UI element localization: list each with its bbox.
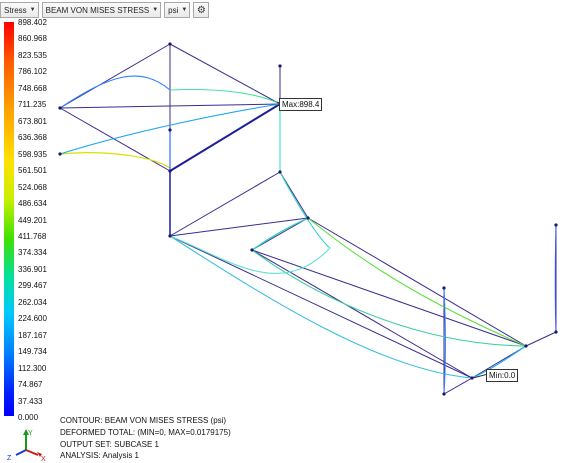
legend-value: 711.235 <box>18 100 47 110</box>
node <box>442 286 446 290</box>
deformed-beam <box>251 217 309 251</box>
legend-value: 898.402 <box>18 18 47 27</box>
z-axis-label: Z <box>7 455 12 462</box>
deformed-beam <box>307 217 527 347</box>
output-set-info: OUTPUT SET: SUBCASE 1 <box>60 440 159 449</box>
deformed-beam <box>443 287 447 395</box>
result-component-value: BEAM VON MISES STRESS <box>45 5 150 15</box>
undeformed-beam <box>443 377 473 395</box>
deformed-beam <box>554 224 557 333</box>
legend-value: 336.901 <box>18 264 47 274</box>
legend-value: 187.167 <box>18 330 47 340</box>
legend-value: 74.867 <box>18 380 43 390</box>
result-type-dropdown[interactable]: Stress ▼ <box>0 2 39 18</box>
x-axis-arrow <box>25 449 39 456</box>
node <box>168 42 172 46</box>
deformed-beam <box>59 103 281 155</box>
undeformed-beam <box>169 171 281 237</box>
legend-value: 823.535 <box>18 50 47 60</box>
legend-value: 224.600 <box>18 314 47 324</box>
legend-value: 112.300 <box>18 363 47 373</box>
result-type-value: Stress <box>4 5 27 15</box>
min-probe-label: Min:0.0 <box>486 369 519 382</box>
node <box>524 344 528 348</box>
deformed-beam <box>279 171 331 249</box>
deformed-beam <box>251 249 527 347</box>
legend-value: 37.433 <box>18 396 43 406</box>
legend-value: 748.668 <box>18 83 47 93</box>
node <box>470 376 474 380</box>
chevron-down-icon: ▼ <box>152 7 159 13</box>
undeformed-beam <box>251 249 527 347</box>
result-component-dropdown[interactable]: BEAM VON MISES STRESS ▼ <box>41 2 162 18</box>
deformed-beam <box>471 345 527 379</box>
node <box>168 128 172 132</box>
deformed-beam <box>169 235 331 274</box>
x-axis-arrowhead <box>37 452 42 457</box>
min-probe-leader <box>472 373 489 379</box>
legend-value: 598.935 <box>18 149 47 159</box>
units-value: psi <box>168 5 179 15</box>
result-toolbar: Stress ▼ BEAM VON MISES STRESS ▼ psi ▼ ⚙ <box>0 2 210 18</box>
legend-value: 673.801 <box>18 116 47 126</box>
y-axis-arrowhead <box>23 429 29 435</box>
color-legend-bar <box>4 22 14 416</box>
deformed-beam <box>169 88 281 105</box>
undeformed-beam <box>169 103 281 172</box>
undeformed-beam <box>59 107 171 172</box>
units-dropdown[interactable]: psi ▼ <box>164 2 191 18</box>
analysis-info: ANALYSIS: Analysis 1 <box>60 451 139 460</box>
chevron-down-icon: ▼ <box>181 7 188 13</box>
deformed-beam <box>59 75 171 109</box>
x-axis-label: X <box>41 456 46 462</box>
y-axis-label: Y <box>28 430 33 437</box>
legend-value: 374.334 <box>18 248 47 258</box>
gear-icon: ⚙ <box>196 4 206 16</box>
node <box>58 106 62 110</box>
node <box>250 248 254 252</box>
chevron-down-icon: ▼ <box>29 7 36 13</box>
axis-triad: Y X Z <box>7 429 46 462</box>
node <box>278 170 282 174</box>
legend-value: 411.768 <box>18 231 47 241</box>
legend-value: 262.034 <box>18 297 47 307</box>
undeformed-beam <box>169 217 309 237</box>
undeformed-beam <box>169 43 281 105</box>
legend-value: 860.968 <box>18 34 47 44</box>
node <box>306 216 310 220</box>
legend-value: 299.467 <box>18 281 47 291</box>
deformed-info: DEFORMED TOTAL: (MIN=0, MAX=0.0179175) <box>60 428 231 437</box>
legend-value: 449.201 <box>18 215 47 225</box>
legend-value: 561.501 <box>18 166 47 176</box>
undeformed-beam <box>251 249 473 379</box>
undeformed-beam <box>59 43 171 109</box>
node <box>278 64 282 68</box>
legend-value: 636.368 <box>18 133 47 143</box>
node <box>554 223 558 227</box>
max-probe-label: Max:898.4 <box>279 98 323 111</box>
undeformed-beam <box>251 217 309 251</box>
z-axis-arrow <box>15 449 27 456</box>
node <box>168 234 172 238</box>
legend-value: 486.634 <box>18 199 47 209</box>
legend-value: 524.068 <box>18 182 47 192</box>
legend-value: 149.734 <box>18 347 47 357</box>
contour-info: CONTOUR: BEAM VON MISES STRESS (psi) <box>60 416 227 425</box>
legend-value: 786.102 <box>18 67 47 77</box>
node <box>168 169 172 173</box>
deformed-beam <box>169 235 473 379</box>
node <box>58 152 62 156</box>
deformed-beam <box>59 152 171 169</box>
node <box>554 330 558 334</box>
settings-button[interactable]: ⚙ <box>193 2 210 18</box>
undeformed-beam <box>525 331 557 347</box>
undeformed-beam <box>307 217 527 347</box>
node <box>442 392 446 396</box>
undeformed-beam <box>169 235 473 379</box>
legend-value: 0.000 <box>18 413 39 422</box>
